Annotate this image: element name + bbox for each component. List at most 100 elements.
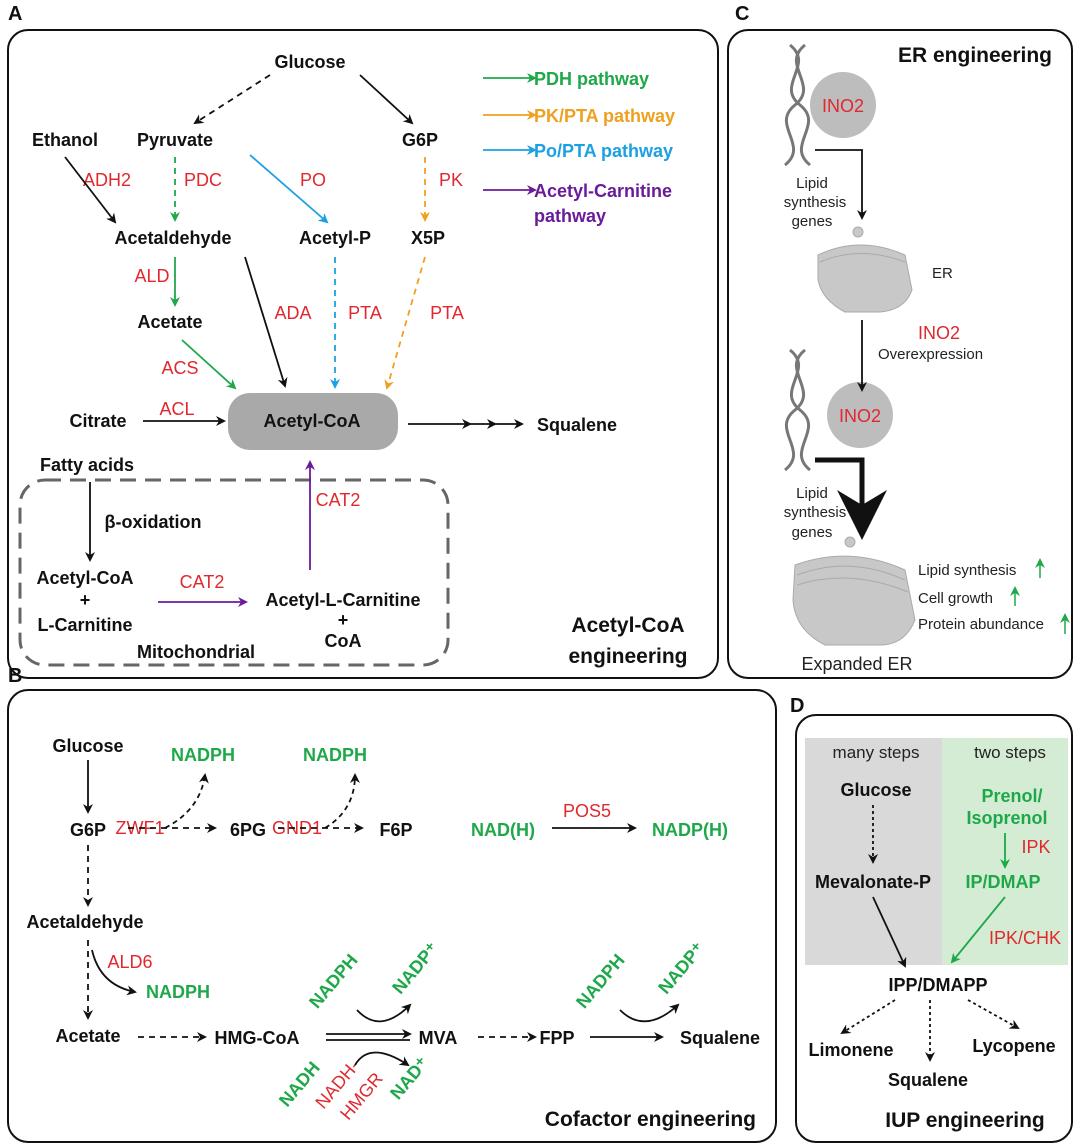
cofactor-nad: NAD⁺ [386,1053,432,1103]
node-prenol: Prenol/ [981,786,1042,806]
many-steps-region [805,738,942,965]
cofactor-nadph: NADPH [305,950,361,1012]
node-limonene: Limonene [808,1040,893,1060]
node-g6p: G6P [402,130,438,150]
node-acetate: Acetate [55,1026,120,1046]
node-f6p: F6P [379,820,412,840]
plus-sign: + [338,610,349,630]
expanded-er-label: Expanded ER [801,654,912,674]
cofactor-nadp: NADP⁺ [654,939,708,998]
enzyme-po: PO [300,170,326,190]
panel-label: D [790,695,804,717]
node-acetaldehyde: Acetaldehyde [26,912,143,932]
panel-title: Acetyl-CoA [571,614,684,637]
node-mva: MVA [419,1028,458,1048]
enzyme-cat2: CAT2 [316,490,361,510]
genes-label: Lipid [796,175,828,192]
legend-pk-pta: PK/PTA pathway [534,106,675,126]
panel-frame [795,714,1073,1143]
enzyme-ald6: ALD6 [107,952,152,972]
panel-title: IUP engineering [885,1109,1044,1132]
node-acetyl-l-carnitine: Acetyl-L-Carnitine [265,590,420,610]
node-mevalonate-p: Mevalonate-P [815,872,931,892]
legend-pdh: PDH pathway [534,69,649,89]
enzyme-ald: ALD [134,266,169,286]
node-fatty-acids: Fatty acids [40,455,134,475]
enzyme-pos5: POS5 [563,801,611,821]
enzyme-gnd1: GND1 [272,818,322,838]
dna-helix-icon [783,43,812,167]
enzyme-pdc: PDC [184,170,222,190]
node-pyruvate: Pyruvate [137,130,213,150]
enzyme-ipk-chk: IPK/CHK [989,928,1061,948]
cofactor-nadph: NADPH [572,950,628,1012]
panel-label: C [735,3,749,25]
cofactor-nadph: NADPH [171,745,235,765]
cofactor-nadh: NAD(H) [471,820,535,840]
enzyme-adh2: ADH2 [83,170,131,190]
node-ethanol: Ethanol [32,130,98,150]
node-isoprenol: Isoprenol [966,808,1047,828]
ino2-protein [810,72,876,138]
acetyl-coa-node [228,393,398,450]
node-coa: CoA [325,631,362,651]
legend-po-pta: Po/PTA pathway [534,141,673,161]
panel-label: A [8,3,22,25]
node-hmg-coa: HMG-CoA [215,1028,300,1048]
enzyme-pta: PTA [348,303,382,323]
node-acetyl-coa: Acetyl-CoA [263,411,360,431]
dna-helix-icon [783,348,812,472]
mitochondrion-box [18,478,450,667]
node-glucose: Glucose [52,736,123,756]
node-6pg: 6PG [230,820,266,840]
genes-label: genes [792,213,833,230]
ino2-label: INO2 [918,323,960,343]
node-acetate: Acetate [137,312,202,332]
legend-acetyl-carnitine: Acetyl-Carnitine [534,181,672,201]
enzyme-pk: PK [439,170,463,190]
node-squalene: Squalene [680,1028,760,1048]
genes-label: Lipid [796,485,828,502]
panel-a: A Glucose Ethanol Pyruvate G6P ADH2 PDC … [7,3,719,679]
many-steps-label: many steps [833,743,920,762]
ino2-label: INO2 [822,96,864,116]
node-squalene: Squalene [537,415,617,435]
arrow-up-icon [1010,558,1070,634]
node-glucose: Glucose [274,52,345,72]
effect-cell-growth: Cell growth [918,590,993,607]
panel-title: engineering [568,645,687,668]
overexpression-label: Overexpression [878,346,983,363]
panel-c: C ER engineering INO2 INO2 Lipid synthes… [727,3,1073,679]
node-fpp: FPP [539,1028,574,1048]
mitochondrial-label: Mitochondrial [137,642,255,662]
enzyme-cat2: CAT2 [180,572,225,592]
node-citrate: Citrate [69,411,126,431]
genes-label: synthesis [784,504,847,521]
legend-acetyl-carnitine: pathway [534,206,606,226]
enzyme-ipk: IPK [1021,837,1050,857]
er-label: ER [932,265,953,282]
genes-label: genes [792,524,833,541]
plus-sign: + [80,590,91,610]
step-beta-oxidation: β-oxidation [105,512,202,532]
effect-protein-abundance: Protein abundance [918,616,1044,633]
expanded-er-icon [792,536,916,646]
node-g6p: G6P [70,820,106,840]
cofactor-nadph: NADP(H) [652,820,728,840]
panel-d: D many steps two steps Glucose Prenol/ I… [790,695,1073,1143]
enzyme-acs: ACS [161,358,198,378]
panel-title: Cofactor engineering [545,1108,756,1131]
enzyme-acl: ACL [159,399,194,419]
node-glucose: Glucose [840,780,911,800]
panel-frame [7,29,719,679]
panel-b: B Glucose G6P ZWF1 NADPH 6PG GND1 NADPH … [7,665,777,1143]
node-ip-dmap: IP/DMAP [965,872,1040,892]
node-squalene: Squalene [888,1070,968,1090]
panel-frame [7,689,777,1143]
panel-label: B [8,665,22,687]
genes-label: synthesis [784,194,847,211]
two-steps-label: two steps [974,743,1046,762]
node-l-carnitine: L-Carnitine [37,615,132,635]
ino2-label: INO2 [839,406,881,426]
